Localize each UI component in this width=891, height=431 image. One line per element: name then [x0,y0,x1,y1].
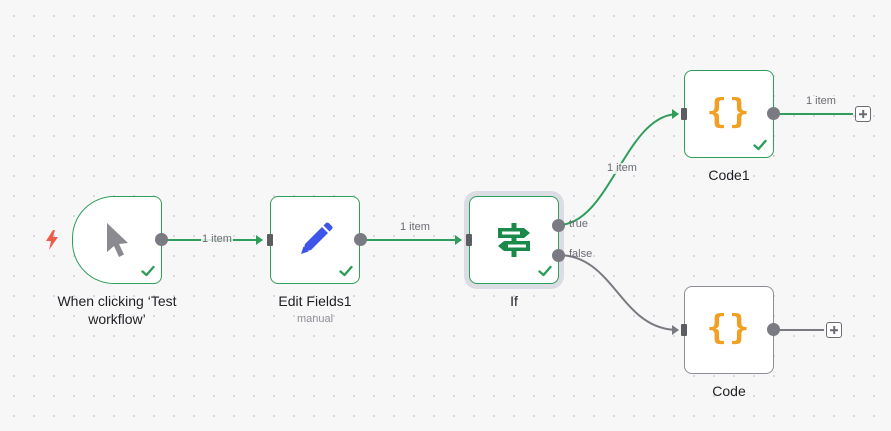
input-handle-edit-fields[interactable] [267,234,273,246]
input-handle-if[interactable] [466,234,472,246]
code-braces-icon: {} [685,71,773,157]
node-title-code: Code [712,383,746,399]
success-check-icon [538,265,552,277]
signpost-icon [470,197,558,283]
output-handle-if-true[interactable] [552,219,565,232]
node-title-edit-fields: Edit Fields1 [278,293,352,309]
edge-label-trigger-edit: 1 item [201,233,233,245]
input-handle-code[interactable] [681,324,687,336]
node-if[interactable] [469,196,559,284]
edge-label-edit-if: 1 item [399,221,431,233]
node-code[interactable]: {} [684,286,774,374]
output-label-false: false [569,248,593,260]
output-handle-code1[interactable] [767,107,780,120]
node-title-trigger: When clicking ‘Test workflow’ [57,293,177,327]
success-check-icon [141,265,155,277]
success-check-icon [339,265,353,277]
node-title-code1: Code1 [708,167,750,183]
output-handle-code[interactable] [767,323,780,336]
edge-label-code1-output: 1 item [805,95,837,107]
add-node-after-code-button[interactable] [826,322,842,338]
output-label-true: true [569,218,588,230]
success-check-icon [753,139,767,151]
output-handle-if-false[interactable] [552,249,565,262]
connection-if-false-code[interactable] [557,254,679,335]
input-handle-code1[interactable] [681,108,687,120]
connection-edit-if[interactable] [361,235,462,245]
edge-label-if-code1: 1 item [606,162,638,174]
pencil-icon [271,197,359,283]
code-braces-icon: {} [685,287,773,373]
trigger-bolt-icon [46,230,58,250]
add-node-after-code1-button[interactable] [855,106,871,122]
cursor-icon [73,197,161,283]
node-subtitle-edit-fields: manual [296,313,334,325]
node-manual-trigger[interactable] [72,196,162,284]
code-glyph: {} [706,92,752,132]
output-handle-edit-fields[interactable] [354,233,367,246]
node-edit-fields[interactable] [270,196,360,284]
node-code1[interactable]: {} [684,70,774,158]
output-handle-trigger[interactable] [155,233,168,246]
node-title-if: If [510,293,518,309]
code-glyph: {} [706,308,752,348]
